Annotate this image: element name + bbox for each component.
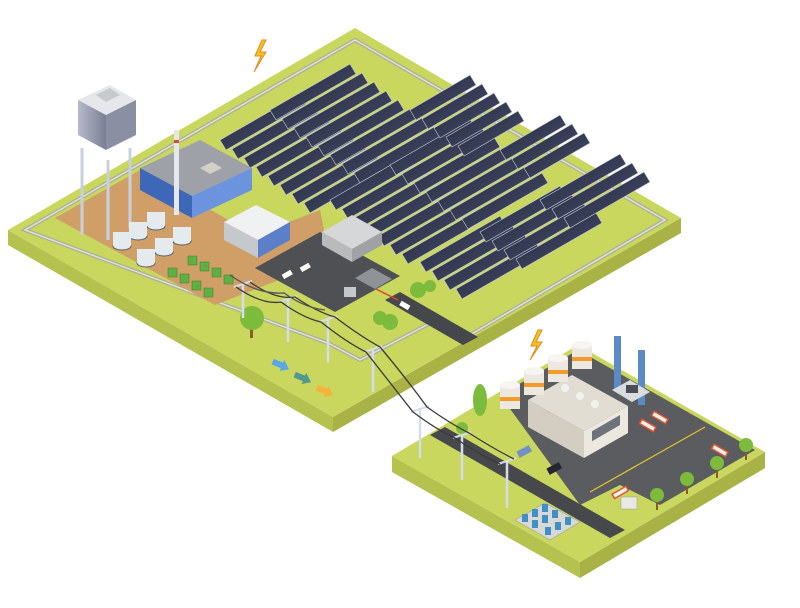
office-building [322, 215, 382, 262]
solar-field [219, 63, 651, 300]
smokestacks [612, 336, 650, 405]
trees-right [456, 384, 753, 510]
tanker-trucks [611, 410, 729, 500]
water-tower [78, 85, 136, 240]
silos [500, 341, 592, 409]
inverter-housings [224, 205, 290, 258]
car [399, 300, 411, 311]
storage-tanks [112, 212, 192, 268]
guard-booth [620, 496, 638, 510]
factory-building [528, 375, 628, 458]
chimney [174, 130, 179, 215]
lightning-bolt-icon [529, 329, 543, 361]
car [281, 269, 293, 280]
battery-units [167, 255, 234, 298]
lightning-bolt-icon [253, 39, 267, 73]
arrow-right-blue-icon [271, 358, 289, 371]
arrow-right-orange-icon [315, 384, 333, 397]
power-line-cables [229, 274, 515, 465]
factory-road [430, 427, 625, 538]
trees-left [240, 280, 436, 338]
substation [514, 502, 581, 541]
gatehouse [344, 268, 399, 301]
control-building [140, 130, 252, 218]
arrow-right-teal-icon [293, 371, 311, 384]
factory-cars [516, 445, 563, 475]
car [299, 262, 311, 273]
flow-arrows [271, 358, 333, 397]
parking-lot [255, 232, 478, 345]
